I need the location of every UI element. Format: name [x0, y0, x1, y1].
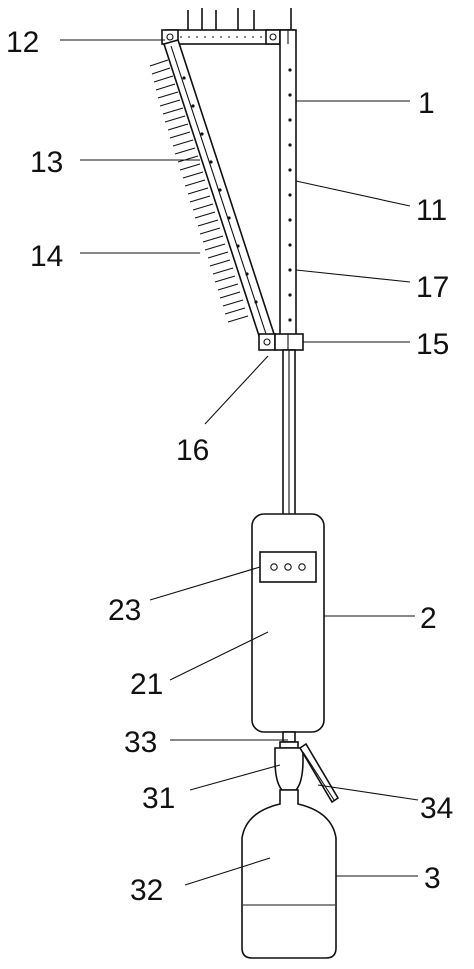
- label-3: 3: [424, 862, 441, 895]
- panel-buttons: [270, 563, 306, 571]
- label-34: 34: [420, 792, 453, 825]
- top-connecting-bar: [161, 29, 295, 45]
- reference-numerals: 12 1 13 11 14 17 15 16 23 2 21 33 31 34 …: [6, 26, 453, 907]
- label-1: 1: [418, 87, 435, 120]
- clamp-15: [274, 333, 304, 351]
- label-16: 16: [176, 434, 209, 467]
- label-14: 14: [30, 240, 63, 273]
- label-31: 31: [142, 782, 175, 815]
- control-panel-23: [259, 551, 317, 583]
- handle-body-21: [251, 513, 325, 733]
- label-21: 21: [130, 668, 163, 701]
- leader-lines: [60, 39, 419, 886]
- label-23: 23: [108, 594, 141, 627]
- diagonal-brush-arm: [162, 39, 278, 347]
- label-13: 13: [30, 146, 63, 179]
- top-joint-right: [265, 29, 281, 45]
- bottom-joint-16: [258, 333, 276, 351]
- label-32: 32: [130, 874, 163, 907]
- label-2: 2: [420, 602, 437, 635]
- label-15: 15: [416, 328, 449, 361]
- label-17: 17: [416, 271, 449, 304]
- bottle-32: [241, 789, 337, 959]
- brush-bristles-14: [149, 59, 249, 323]
- frame-holes-17: [288, 68, 292, 322]
- trigger-lever-34: [298, 742, 340, 804]
- label-12: 12: [6, 26, 39, 59]
- label-11: 11: [416, 194, 447, 227]
- top-bristles: [187, 8, 292, 30]
- vertical-frame: [279, 29, 297, 343]
- telescopic-pole: [282, 349, 296, 517]
- arm-holes: [182, 76, 258, 304]
- valve-head-31: [274, 747, 304, 791]
- label-33: 33: [124, 726, 157, 759]
